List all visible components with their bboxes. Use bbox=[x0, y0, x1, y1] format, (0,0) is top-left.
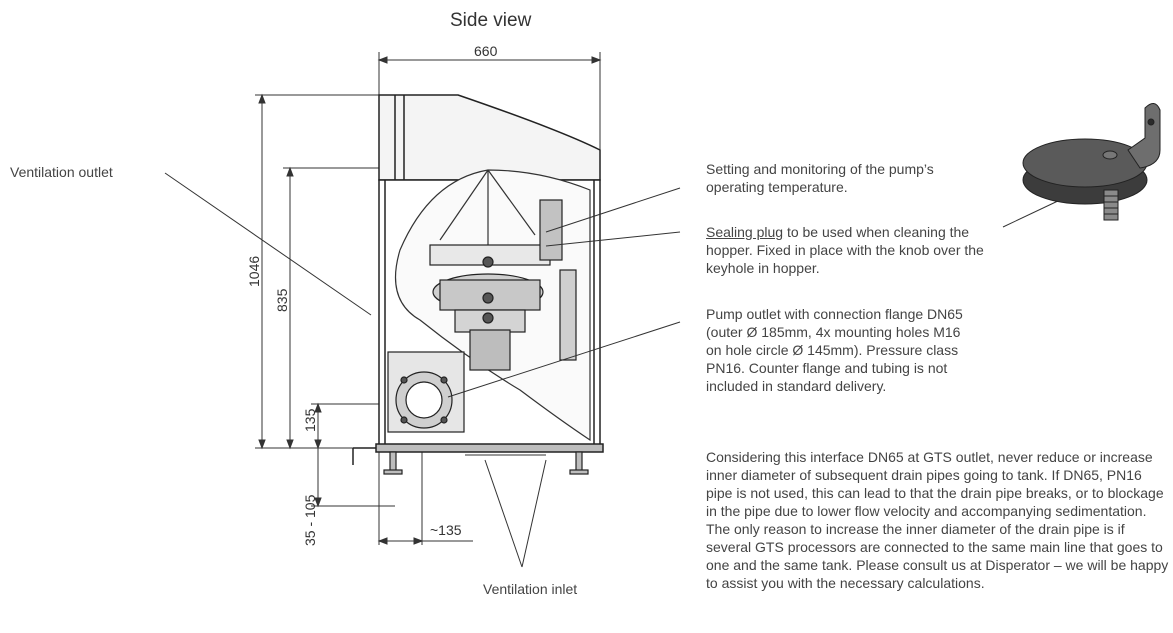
sealing-plug-note: Sealing plug to be used when cleaning th… bbox=[706, 223, 1002, 277]
ventilation-outlet-label: Ventilation outlet bbox=[10, 164, 113, 180]
pump-outlet-note: Pump outlet with connection flange DN65 … bbox=[706, 306, 963, 394]
interface-note: Considering this interface DN65 at GTS o… bbox=[706, 449, 1169, 591]
dimension-foot-height-label: 35 - 105 bbox=[302, 494, 318, 546]
leader-lines bbox=[164, 172, 1061, 568]
ventilation-inlet-label: Ventilation inlet bbox=[483, 581, 578, 597]
sealing-plug-image bbox=[1022, 103, 1161, 221]
dimension-height-body-label: 835 bbox=[274, 288, 290, 312]
dimension-outlet-height-label: 135 bbox=[302, 408, 318, 432]
sealing-plug-term: Sealing plug bbox=[706, 224, 784, 240]
page-title: Side view bbox=[450, 10, 532, 31]
dimension-outlet-offset-label: ~135 bbox=[430, 522, 462, 538]
dimension-foot-height bbox=[311, 448, 395, 508]
dimension-width-label: 660 bbox=[474, 43, 498, 59]
pump-outlet-flange bbox=[387, 351, 465, 433]
temperature-note: Setting and monitoring of the pump’s ope… bbox=[706, 161, 934, 195]
dimension-height-body bbox=[283, 166, 425, 450]
dimension-height-total bbox=[255, 93, 380, 450]
sealing-plug-description: to be used when cleaning the hopper. Fix… bbox=[706, 224, 984, 276]
machine-feet bbox=[383, 451, 589, 475]
dimension-height-total-label: 1046 bbox=[246, 256, 262, 287]
